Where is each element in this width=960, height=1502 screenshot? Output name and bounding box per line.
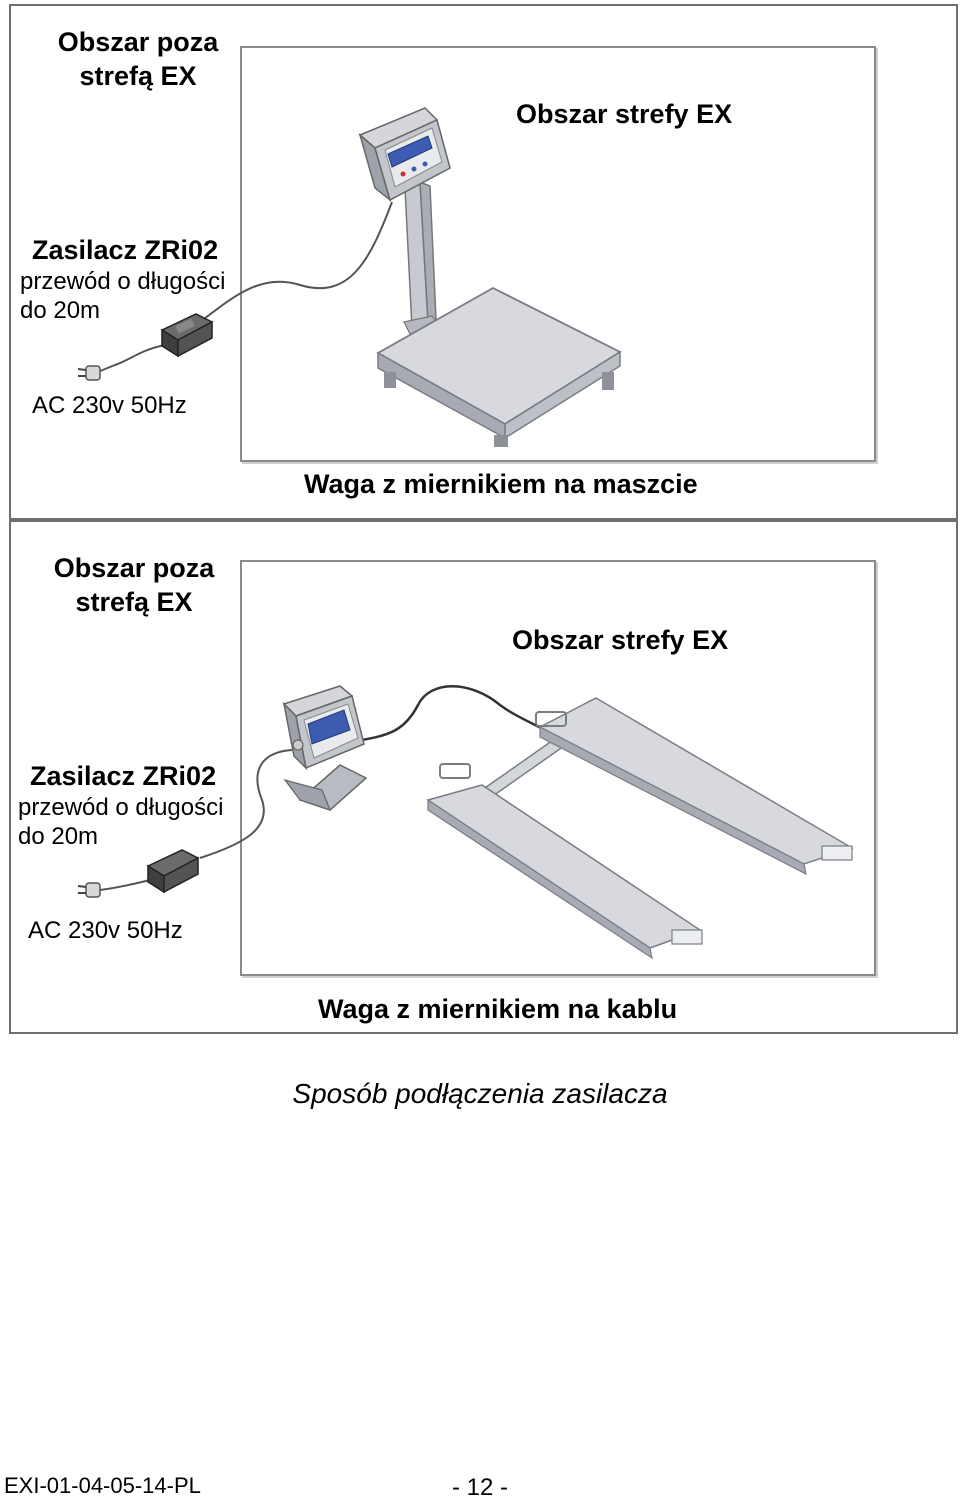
weight-indicator-icon [282, 685, 368, 811]
connection-cable [204, 201, 393, 319]
weight-indicator-icon [358, 107, 451, 203]
diagram-panel-cable-scale [9, 520, 958, 1034]
mains-plug-icon [77, 882, 101, 898]
panel-caption: Waga z miernikiem na maszcie [304, 469, 698, 499]
power-supply-icon [160, 313, 214, 358]
outside-ex-label-line1: Obszar poza [53, 553, 215, 583]
cable-length-line2: do 20m [18, 823, 99, 850]
ex-zone-box-top [240, 46, 876, 462]
outside-ex-label-line1: Obszar poza [57, 27, 219, 57]
figure-caption: Sposób podłączenia zasilacza [292, 1078, 668, 1109]
ex-zone-label: Obszar strefy EX [516, 99, 733, 129]
connection-cable [199, 749, 293, 859]
cable-length-line1: przewód o długości [20, 268, 226, 295]
weighing-platform [376, 286, 622, 447]
ex-zone-box-bottom [240, 560, 876, 976]
power-supply-name: Zasilacz ZRi02 [32, 235, 219, 265]
mains-plug-icon [77, 365, 101, 381]
page-number: - 12 - [451, 1474, 508, 1501]
cable-length-line2: do 20m [20, 297, 101, 324]
panel-caption: Waga z miernikiem na kablu [318, 994, 678, 1024]
mains-cord [99, 879, 151, 891]
power-supply-name: Zasilacz ZRi02 [30, 761, 217, 791]
load-cell-cable [361, 685, 546, 742]
diagram-panel-mast-scale [9, 4, 958, 520]
power-supply-icon [146, 849, 200, 894]
outside-ex-label-line2: strefą EX [79, 61, 197, 91]
mains-spec: AC 230v 50Hz [32, 392, 187, 419]
outside-ex-label-line2: strefą EX [75, 587, 193, 617]
cable-length-line1: przewód o długości [18, 794, 224, 821]
document-code: EXI-01-04-05-14-PL [4, 1473, 201, 1498]
ex-zone-label: Obszar strefy EX [512, 625, 729, 655]
pallet-scale-frame [426, 697, 854, 960]
mains-spec: AC 230v 50Hz [28, 917, 183, 944]
